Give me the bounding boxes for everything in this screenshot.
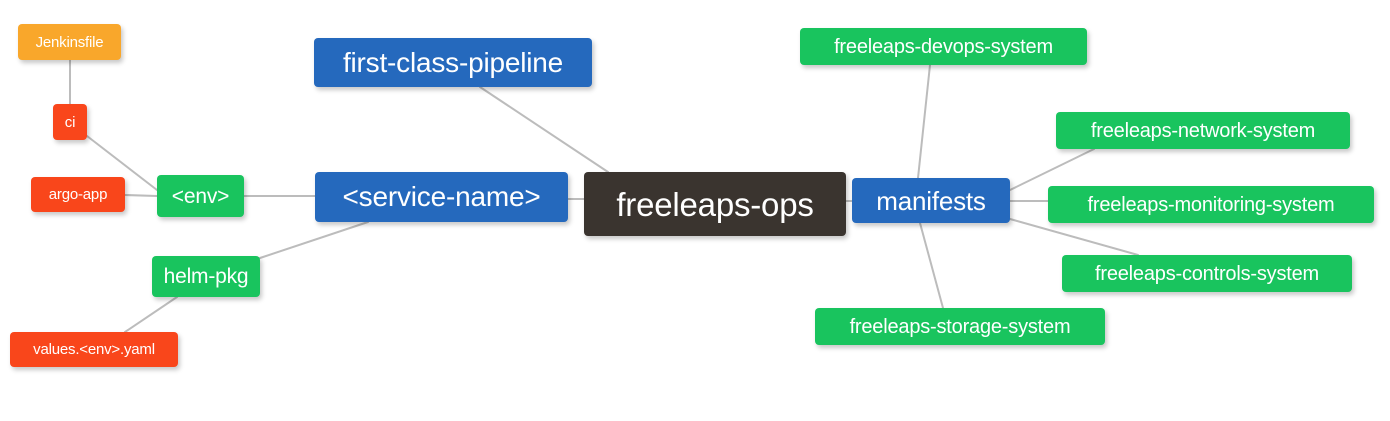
node-env[interactable]: <env> [157,175,244,217]
node-label-ci: ci [64,113,76,131]
node-label-freeleaps-controls-system: freeleaps-controls-system [1095,262,1319,285]
node-freeleaps-ops[interactable]: freeleaps-ops [584,172,846,236]
node-label-freeleaps-ops: freeleaps-ops [616,185,814,223]
node-label-freeleaps-devops-system: freeleaps-devops-system [834,35,1053,58]
node-argo-app[interactable]: argo-app [31,177,125,212]
node-label-helm-pkg: helm-pkg [163,265,249,288]
edge-manifests-to-freeleaps-controls-system [1009,218,1139,256]
node-freeleaps-devops-system[interactable]: freeleaps-devops-system [800,28,1087,65]
node-jenkinsfile[interactable]: Jenkinsfile [18,24,121,60]
node-label-freeleaps-network-system: freeleaps-network-system [1090,119,1316,142]
node-label-env: <env> [171,184,230,208]
edge-manifests-to-freeleaps-storage-system [919,222,944,309]
node-label-freeleaps-storage-system: freeleaps-storage-system [849,315,1071,338]
node-values-yaml[interactable]: values.<env>.yaml [10,332,178,367]
node-label-freeleaps-monitoring-system: freeleaps-monitoring-system [1087,193,1335,216]
node-label-values-yaml: values.<env>.yaml [33,341,155,358]
edge-values-yaml-to-helm-pkg [124,296,178,333]
node-label-manifests: manifests [876,185,986,216]
node-label-first-class-pipeline: first-class-pipeline [342,46,564,78]
node-freeleaps-network-system[interactable]: freeleaps-network-system [1056,112,1350,149]
edge-helm-pkg-to-service-name [259,221,369,259]
edge-argo-app-to-env [124,194,158,197]
edge-manifests-to-freeleaps-devops-system [917,64,931,179]
node-freeleaps-monitoring-system[interactable]: freeleaps-monitoring-system [1048,186,1374,223]
node-service-name[interactable]: <service-name> [315,172,568,222]
edge-manifests-to-freeleaps-network-system [1009,148,1095,191]
node-freeleaps-controls-system[interactable]: freeleaps-controls-system [1062,255,1352,292]
node-freeleaps-storage-system[interactable]: freeleaps-storage-system [815,308,1105,345]
node-label-service-name: <service-name> [342,181,541,212]
edge-first-class-pipeline-to-freeleaps-ops [479,86,609,173]
node-manifests[interactable]: manifests [852,178,1010,223]
node-helm-pkg[interactable]: helm-pkg [152,256,260,297]
node-label-jenkinsfile: Jenkinsfile [35,33,104,51]
node-ci[interactable]: ci [53,104,87,140]
node-first-class-pipeline[interactable]: first-class-pipeline [314,38,592,87]
node-label-argo-app: argo-app [48,186,108,203]
